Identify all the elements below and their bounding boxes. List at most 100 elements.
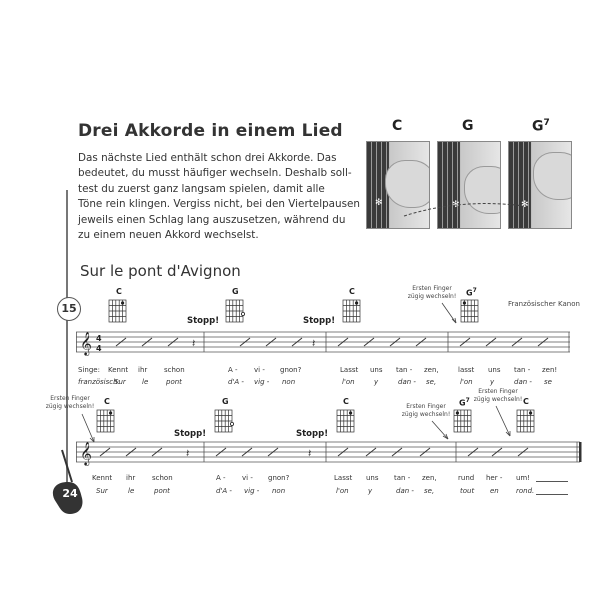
lyric-word-fr: Sur <box>96 487 108 495</box>
lyric-word-fr: vig - <box>244 487 260 495</box>
photo-chord-c-label: C <box>392 118 403 134</box>
lyric-word-fr: se <box>544 378 552 386</box>
lyric-word-fr: non <box>282 378 296 386</box>
lyric-word: ihr <box>138 366 148 374</box>
margin-divider <box>66 190 68 500</box>
lyric-word: vi - <box>242 474 253 482</box>
lyric-word: Kennt <box>92 474 113 482</box>
lyric-word-fr: d'A - <box>216 487 232 495</box>
lyric-word: uns <box>488 366 501 374</box>
chord-label: C <box>343 397 349 406</box>
intro-line: zu einem neuen Akkord wechselst. <box>78 229 259 242</box>
lyric-word-fr: pont <box>166 378 182 386</box>
svg-text:4: 4 <box>96 334 102 343</box>
lyric-word-fr: dan - <box>396 487 414 495</box>
lyric-word-fr: vig - <box>254 378 270 386</box>
chord-diagram-g7 <box>460 299 479 323</box>
lyric-word: her - <box>486 474 503 482</box>
extender-line <box>536 494 568 495</box>
lyric-word: uns <box>370 366 383 374</box>
guitar-icon <box>52 449 83 514</box>
chord-label: G <box>232 287 239 296</box>
lyric-word: gnon? <box>280 366 302 374</box>
chord-diagram-c <box>336 409 355 433</box>
flower-icon: ✻ <box>521 200 529 210</box>
lyric-word: Kennt <box>108 366 129 374</box>
intro-text: Das nächste Lied enthält schon drei Akko… <box>78 151 360 243</box>
lyric-word: Lasst <box>340 366 359 374</box>
chord-label: C <box>349 287 355 296</box>
extender-line <box>536 481 568 482</box>
lyric-word-fr: dan - <box>398 378 416 386</box>
intro-line: Das nächste Lied enthält schon drei Akko… <box>78 152 337 164</box>
chord-label: C <box>104 397 110 406</box>
lyric-word-fr: non <box>272 487 286 495</box>
hand-image <box>464 166 500 214</box>
lyric-word: vi - <box>254 366 265 374</box>
lyric-word: uns <box>366 474 379 482</box>
chord-label: C <box>523 397 529 406</box>
flower-icon: ✻ <box>375 198 383 208</box>
lyric-word-fr: rond. <box>516 487 535 495</box>
callout-arrow <box>431 420 449 440</box>
callout-arrow <box>495 405 511 437</box>
lyric-word-fr: y <box>490 378 495 386</box>
lyric-word: Lasst <box>334 474 353 482</box>
lyric-word-fr: d'A - <box>228 378 244 386</box>
lyric-word: tan - <box>514 366 531 374</box>
chord-label: C <box>116 287 122 296</box>
svg-text:𝄽: 𝄽 <box>186 447 189 460</box>
chord-diagram-g7 <box>453 409 472 433</box>
photo-chord-g7-label: G7 <box>532 118 550 135</box>
staff-line-2: 𝄞 𝄽 𝄽 <box>76 441 582 466</box>
photo-chord-g-label: G <box>462 118 474 134</box>
intro-line: bedeutet, du musst häufiger wechseln. De… <box>78 167 352 180</box>
lyric-word-fr: le <box>142 378 149 386</box>
track-badge: 15 <box>57 297 81 321</box>
lyric-word-fr: tout <box>460 487 475 495</box>
page-number: 24 <box>62 487 78 500</box>
lyric-word-fr: en <box>490 487 499 495</box>
chord-g7-photo: ✻ <box>508 141 572 229</box>
lyric-word: schon <box>164 366 185 374</box>
chord-label: G <box>222 397 229 406</box>
stopp-label: Stopp! <box>296 429 329 439</box>
chord-c-photo: ✻ <box>366 141 430 229</box>
lyric-word: um! <box>516 474 531 482</box>
svg-text:𝄽: 𝄽 <box>308 447 311 460</box>
page-heading: Drei Akkorde in einem Lied <box>78 121 343 141</box>
lyric-word: zen! <box>542 366 558 374</box>
lyric-word-fr: l'on <box>342 378 355 386</box>
lyric-word: tan - <box>394 474 411 482</box>
lyric-word: lasst <box>458 366 475 374</box>
song-title: Sur le pont d'Avignon <box>80 262 241 280</box>
hand-image <box>385 160 429 208</box>
lyric-word: gnon? <box>268 474 290 482</box>
hand-image <box>533 152 571 200</box>
lyric-word-fr: y <box>368 487 373 495</box>
svg-text:𝄽: 𝄽 <box>312 337 315 350</box>
lyric-word-fr: l'on <box>336 487 349 495</box>
lyric-word-fr: se, <box>426 378 437 386</box>
chord-label: G7 <box>459 397 470 408</box>
flower-icon: ✻ <box>452 200 460 210</box>
intro-line: jeweils einen Schlag lang auszusetzen, w… <box>78 213 346 226</box>
callout-arrow <box>81 413 95 443</box>
intro-line: test du zuerst ganz langsam spielen, dam… <box>78 182 325 195</box>
stopp-label: Stopp! <box>174 429 207 439</box>
chord-g-photo: ✻ <box>437 141 501 229</box>
lyric-word-fr: pont <box>154 487 170 495</box>
chord-diagram-g <box>225 299 245 323</box>
lyric-word: tan - <box>396 366 413 374</box>
lyric-word: rund <box>458 474 475 482</box>
lyric-word: A - <box>228 366 238 374</box>
chord-label: G7 <box>466 287 477 298</box>
chord-diagram-c <box>516 409 535 433</box>
lyric-word: schon <box>152 474 173 482</box>
lyric-word: zen, <box>422 474 437 482</box>
chord-diagram-g <box>214 409 234 433</box>
